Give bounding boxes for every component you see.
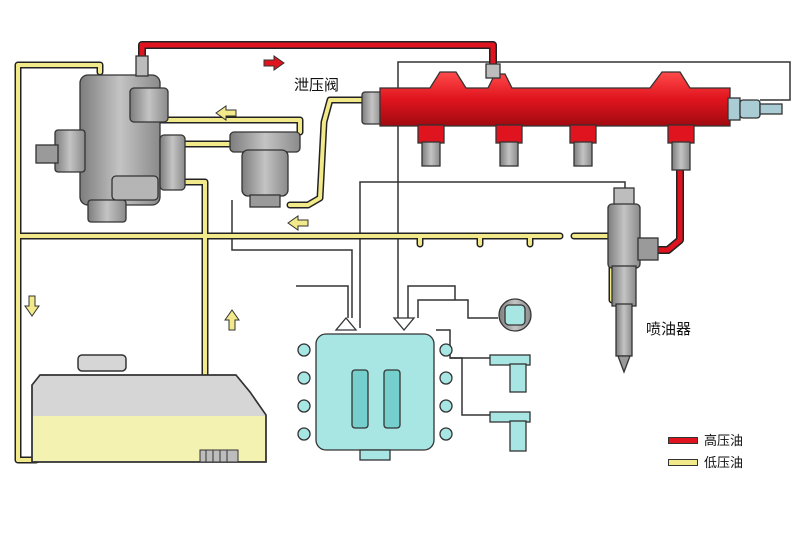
low-pressure-lines (14, 61, 616, 464)
legend-label-high-pressure: 高压油 (704, 434, 744, 449)
arrow-yellow-left-2 (287, 215, 309, 231)
ecu-module-icon (297, 316, 453, 461)
fuel-filter-icon (229, 131, 301, 208)
legend-swatch-low-pressure (668, 459, 698, 466)
arrow-red-right (263, 55, 285, 71)
sensor-icon (489, 298, 532, 452)
injector-label: 喷油器 (646, 320, 692, 338)
wire-pump (231, 200, 353, 318)
arrow-yellow-up (224, 309, 240, 331)
fuel-tank-icon (31, 354, 267, 463)
wire-ecu-left (296, 285, 349, 318)
wire-sensor-bottom (450, 357, 495, 416)
relief-valve-label: 泄压阀 (294, 76, 340, 94)
wire-sensor-mid (436, 329, 495, 359)
wire-injector (359, 181, 626, 328)
flow-arrows (24, 55, 309, 331)
rail-body (379, 71, 731, 127)
tank-cap (77, 354, 127, 372)
high-pressure-lines (138, 41, 684, 254)
arrow-yellow-left-1 (215, 105, 237, 121)
common-rail-icon (361, 63, 783, 171)
arrow-yellow-down (24, 295, 40, 317)
tank-port (199, 449, 239, 463)
high-pressure-pump-icon (35, 55, 186, 223)
legend-label-low-pressure: 低压油 (704, 456, 744, 471)
wire-rail-sensor (397, 61, 791, 320)
wire-ecu-right (407, 285, 456, 318)
legend-swatch-high-pressure (668, 437, 698, 444)
wire-sensor-top (417, 299, 498, 319)
fuel-injector-icon (607, 187, 659, 374)
